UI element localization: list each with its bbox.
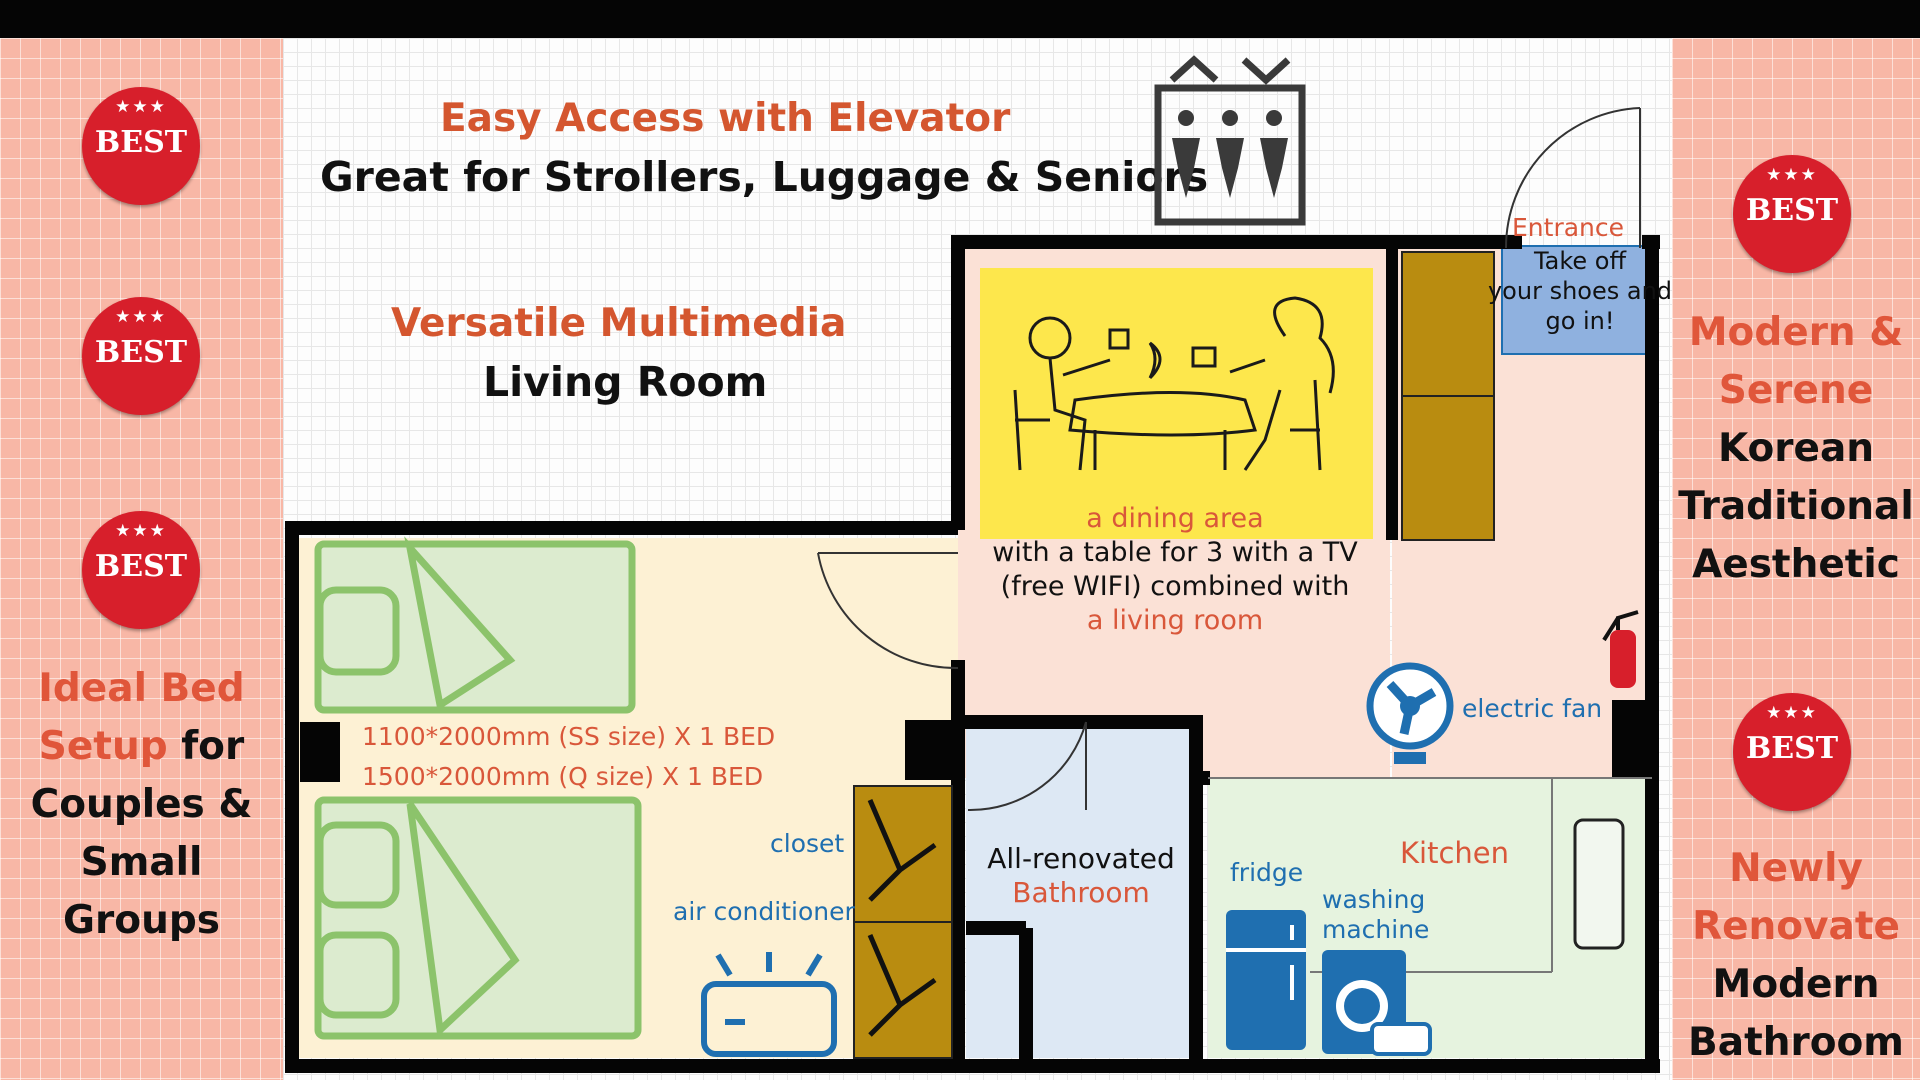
floor-plan <box>285 107 1660 1073</box>
wardrobe-cabinet <box>1401 395 1495 541</box>
closet-label: closet <box>770 829 845 858</box>
best-badge-4: ★★★ BEST <box>1733 155 1851 273</box>
single-bed-size-label: 1100*2000mm (SS size) X 1 BED <box>362 722 776 751</box>
feature-line: Couples & <box>30 782 253 827</box>
dining-area-picture <box>980 268 1373 539</box>
badge-label: BEST <box>1745 193 1839 228</box>
best-badge-5: ★★★ BEST <box>1733 693 1851 811</box>
badge-stars: ★★★ <box>115 521 167 541</box>
queen-bed <box>314 796 642 1040</box>
feature-line: Small <box>80 840 203 885</box>
kitchen-label: Kitchen <box>1400 836 1509 870</box>
washing-machine-icon <box>1322 950 1432 1056</box>
elevator-title: Easy Access with Elevator <box>440 96 1011 141</box>
best-badge-2: ★★★ BEST <box>82 297 200 415</box>
air-conditioner-icon <box>701 952 837 1057</box>
fridge-label: fridge <box>1230 858 1304 887</box>
feature-line: Ideal Bed <box>38 666 245 711</box>
entrance-mat <box>1501 245 1651 355</box>
korean-aesthetic-feature-text: Modern & Serene Korean Traditional Aesth… <box>1678 310 1914 587</box>
renovated-bathroom-feature-text: Newly Renovate Modern Bathroom <box>1688 846 1904 1065</box>
feature-line: Setup for <box>38 724 245 769</box>
closet-cabinet <box>853 785 953 923</box>
top-banner-bar <box>0 0 1920 38</box>
sink <box>1573 818 1625 950</box>
entrance-note: Take off your shoes and go in! <box>1487 247 1673 335</box>
electric-fan-icon <box>1366 662 1454 764</box>
badge-stars: ★★★ <box>115 307 167 327</box>
washing-machine-label: washing machine <box>1322 885 1430 944</box>
badge-label: BEST <box>1745 731 1839 766</box>
dining-illustration <box>1013 296 1335 471</box>
fridge-icon <box>1226 910 1306 1050</box>
air-conditioner-label: air conditioner <box>673 897 855 926</box>
badge-stars: ★★★ <box>115 97 167 117</box>
bathroom-label: All-renovated Bathroom <box>987 842 1175 909</box>
closet-cabinet <box>853 921 953 1059</box>
hanger-icon <box>867 934 937 1037</box>
bed-setup-feature-text: Ideal Bed Setup for Couples & Small Grou… <box>0 660 283 950</box>
badge-label: BEST <box>94 125 188 160</box>
living-room-subtitle: Living Room <box>483 358 768 406</box>
electric-fan-label: electric fan <box>1462 694 1603 723</box>
feature-line: Groups <box>63 898 220 943</box>
badge-label: BEST <box>94 335 188 370</box>
bathroom-door-swing <box>967 721 1087 812</box>
best-badge-1: ★★★ BEST <box>82 87 200 205</box>
elevator-subtitle: Great for Strollers, Luggage & Seniors <box>320 153 1209 201</box>
entrance-door-swing <box>1504 107 1641 249</box>
bathroom-floor <box>966 722 1192 1058</box>
best-badge-3: ★★★ BEST <box>82 511 200 629</box>
hanger-icon <box>867 799 937 902</box>
badge-stars: ★★★ <box>1766 703 1818 723</box>
queen-bed-size-label: 1500*2000mm (Q size) X 1 BED <box>362 762 764 791</box>
badge-stars: ★★★ <box>1766 165 1818 185</box>
fire-extinguisher-icon <box>1602 610 1639 688</box>
badge-label: BEST <box>94 549 188 584</box>
entrance-label: Entrance <box>1512 213 1625 242</box>
single-bed <box>314 536 636 714</box>
dining-area-description: a dining area with a table for 3 with a … <box>992 503 1358 636</box>
living-room-title: Versatile Multimedia <box>391 301 847 346</box>
elevator-icon <box>1154 55 1306 226</box>
bedroom-door-swing <box>817 552 959 670</box>
